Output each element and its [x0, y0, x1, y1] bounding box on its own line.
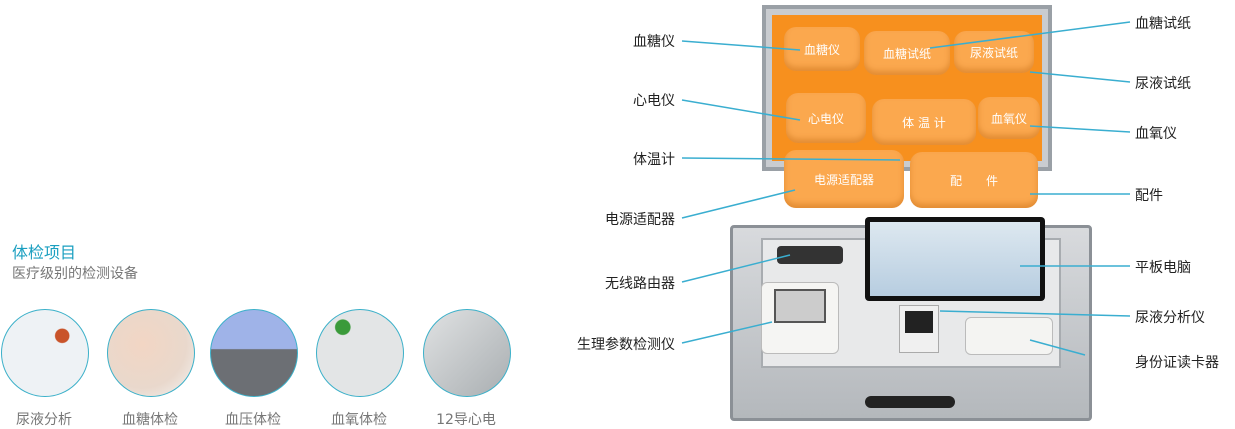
pouch: 尿液试纸 — [954, 31, 1034, 73]
label-power-adapter: 电源适配器 — [605, 212, 675, 228]
label-tablet: 平板电脑 — [1135, 260, 1191, 276]
router — [777, 246, 843, 264]
tablet — [865, 217, 1045, 301]
label-accessories: 配件 — [1135, 188, 1163, 204]
item-label[interactable]: 血氧体检 — [331, 412, 387, 428]
label-oximeter: 血氧仪 — [1135, 126, 1177, 142]
blood-pressure-image[interactable] — [210, 309, 298, 397]
urine-analysis-image[interactable] — [1, 309, 89, 397]
label-id-reader: 身份证读卡器 — [1135, 355, 1219, 371]
handle[interactable] — [865, 396, 955, 408]
ecg-image[interactable] — [423, 309, 511, 397]
item-label[interactable]: 血压体检 — [225, 412, 281, 428]
item-label[interactable]: 尿液分析 — [16, 412, 72, 428]
item-label[interactable]: 12导心电 — [436, 412, 496, 428]
label-thermometer: 体温计 — [633, 152, 675, 168]
section-title: 体检项目 — [12, 243, 77, 262]
id-card-reader — [965, 317, 1053, 355]
vital-signs-monitor — [761, 282, 839, 354]
label-glucometer: 血糖仪 — [633, 34, 675, 50]
blood-glucose-image[interactable] — [107, 309, 195, 397]
pouch: 配 件 — [910, 152, 1038, 208]
label-glucose-strips: 血糖试纸 — [1135, 16, 1191, 32]
pouch: 血糖试纸 — [864, 31, 950, 75]
case-lid: 血糖仪 血糖试纸 尿液试纸 心电仪 体 温 计 血氧仪 — [762, 5, 1052, 171]
pouch: 体 温 计 — [872, 99, 976, 145]
label-ecg: 心电仪 — [633, 93, 675, 109]
label-urine-strips: 尿液试纸 — [1135, 76, 1191, 92]
pouch: 血氧仪 — [978, 97, 1040, 139]
blood-oxygen-image[interactable] — [316, 309, 404, 397]
label-urine-analyzer: 尿液分析仪 — [1135, 310, 1205, 326]
section-subtitle: 医疗级别的检测设备 — [12, 266, 138, 282]
urine-analyzer — [899, 305, 939, 353]
pouch: 心电仪 — [786, 93, 866, 143]
label-vital-monitor: 生理参数检测仪 — [577, 337, 675, 353]
label-router: 无线路由器 — [605, 276, 675, 292]
item-label[interactable]: 血糖体检 — [122, 412, 178, 428]
